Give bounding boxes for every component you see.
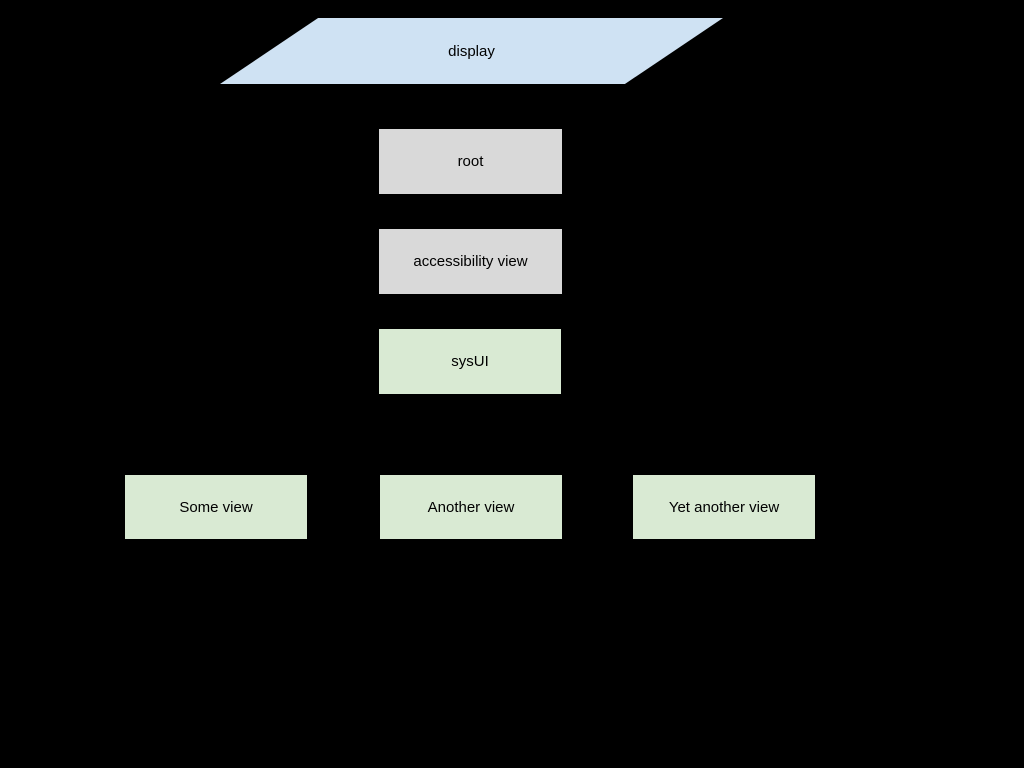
node-some-view: Some view bbox=[125, 475, 307, 539]
node-root: root bbox=[379, 129, 562, 194]
node-root-label: root bbox=[457, 153, 484, 170]
node-yet-another-view-label: Yet another view bbox=[668, 498, 780, 516]
node-sysui-label: sysUI bbox=[451, 353, 489, 370]
node-yet-another-view: Yet another view bbox=[633, 475, 815, 539]
node-accessibility-view-label: accessibility view bbox=[413, 253, 528, 270]
node-another-view-label: Another view bbox=[427, 498, 515, 516]
node-accessibility-view: accessibility view bbox=[379, 229, 562, 294]
node-display-label: display bbox=[448, 42, 495, 60]
node-some-view-label: Some view bbox=[179, 498, 253, 516]
node-another-view: Another view bbox=[380, 475, 562, 539]
node-display: display bbox=[220, 18, 723, 84]
node-sysui: sysUI bbox=[379, 329, 561, 394]
